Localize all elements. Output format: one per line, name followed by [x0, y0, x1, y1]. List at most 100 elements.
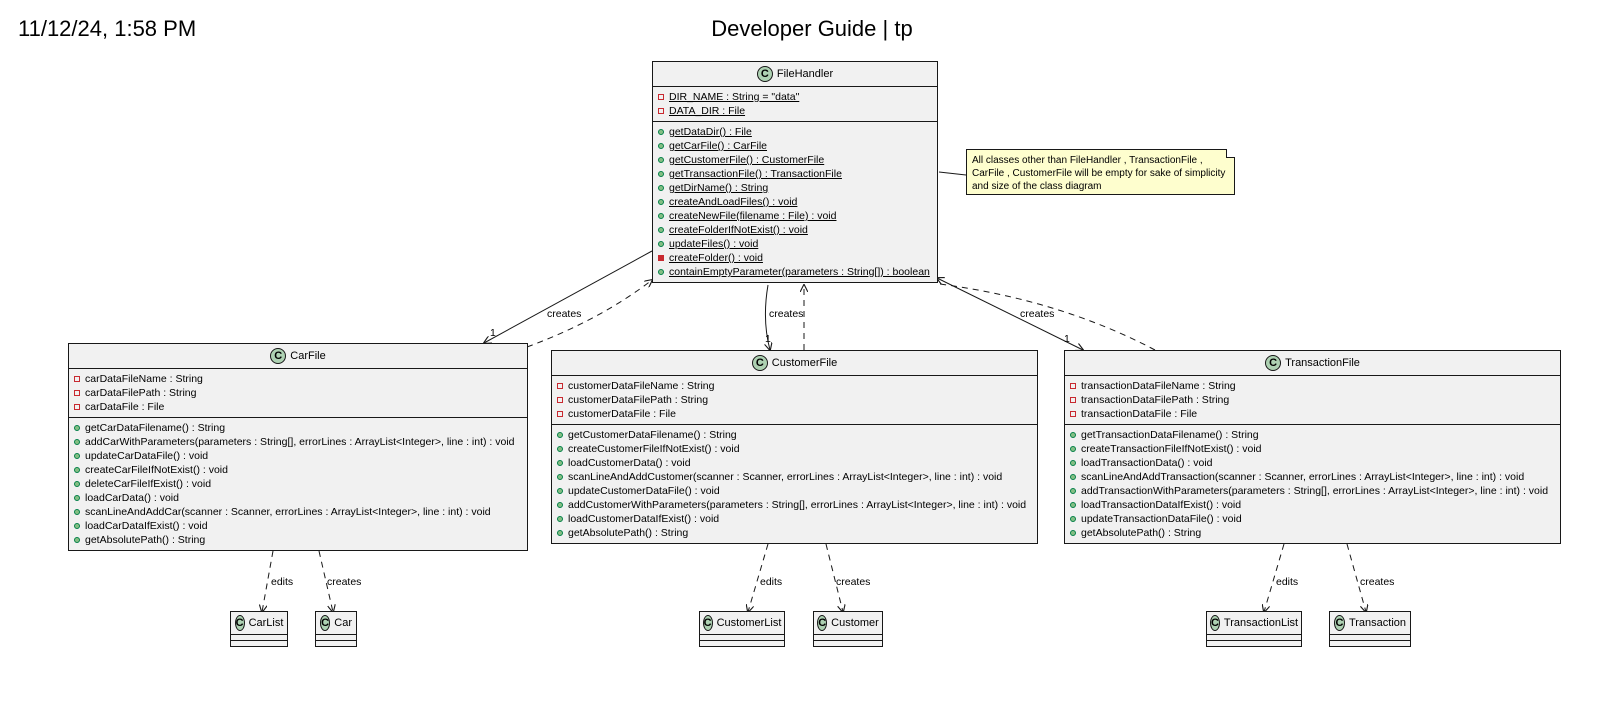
private-visibility-icon — [74, 390, 80, 396]
method-text: getDirName() : String — [669, 182, 769, 194]
public-visibility-icon — [74, 495, 80, 501]
public-visibility-icon — [557, 474, 563, 480]
private-visibility-icon — [74, 376, 80, 382]
edge-label-edits: edits — [1276, 576, 1299, 588]
public-visibility-icon — [557, 488, 563, 494]
private-visibility-icon — [658, 94, 664, 100]
edge-multiplicity: 1 — [765, 333, 771, 345]
edge-filehandler-transactionfile — [937, 278, 1083, 350]
edge-customerfile-customer — [825, 543, 843, 612]
class-fields: customerDataFileName : String customerDat… — [552, 376, 1037, 425]
public-visibility-icon — [658, 199, 664, 205]
class-methods — [1207, 641, 1301, 646]
print-datetime: 11/12/24, 1:58 PM — [18, 16, 197, 41]
field-row: customerDataFile : File — [557, 407, 1032, 421]
class-name: CarList — [248, 617, 284, 629]
method-text: updateCustomerDataFile() : void — [568, 485, 720, 497]
public-visibility-icon — [1070, 488, 1076, 494]
class-name: FileHandler — [776, 68, 834, 80]
method-text: scanLineAndAddTransaction(scanner : Scan… — [1081, 471, 1525, 483]
class-methods — [316, 641, 356, 646]
edge-label-creates: creates — [769, 308, 804, 320]
method-text: getCustomerDataFilename() : String — [568, 429, 737, 441]
method-row: getTransactionDataFilename() : String — [1070, 428, 1555, 442]
public-visibility-icon — [1070, 446, 1076, 452]
field-text: customerDataFileName : String — [568, 380, 715, 392]
method-row: getCarFile() : CarFile — [658, 139, 932, 153]
method-text: addTransactionWithParameters(parameters … — [1081, 485, 1549, 497]
public-visibility-icon — [74, 523, 80, 529]
field-row: transactionDataFilePath : String — [1070, 393, 1555, 407]
method-row: createCarFileIfNotExist() : void — [74, 463, 522, 477]
method-text: createNewFile(filename : File) : void — [669, 210, 837, 222]
public-visibility-icon — [658, 227, 664, 233]
method-row: createNewFile(filename : File) : void — [658, 209, 932, 223]
method-text: createCarFileIfNotExist() : void — [85, 464, 228, 476]
method-row: updateCustomerDataFile() : void — [557, 484, 1032, 498]
method-row: createFolder() : void — [658, 251, 932, 265]
private-visibility-icon — [1070, 383, 1076, 389]
private-visibility-icon — [658, 108, 664, 114]
class-name: CarFile — [290, 350, 326, 362]
note-line: CarFile , CustomerFile will be empty for… — [972, 168, 1226, 179]
method-row: loadCustomerDataIfExist() : void — [557, 512, 1032, 526]
edge-label-creates: creates — [1020, 308, 1055, 320]
public-visibility-icon — [1070, 530, 1076, 536]
public-visibility-icon — [658, 143, 664, 149]
method-text: createTransactionFileIfNotExist() : void — [1081, 443, 1262, 455]
class-methods: getTransactionDataFilename() : String cre… — [1065, 425, 1560, 543]
page-title: Developer Guide | tp — [711, 16, 913, 41]
method-text: getTransactionDataFilename() : String — [1081, 429, 1259, 441]
method-text: getDataDir() : File — [669, 126, 752, 138]
method-text: getAbsolutePath() : String — [85, 534, 206, 546]
method-row: getDirName() : String — [658, 181, 932, 195]
private-visibility-icon — [1070, 411, 1076, 417]
method-text: createFolderIfNotExist() : void — [669, 224, 808, 236]
field-row: customerDataFileName : String — [557, 379, 1032, 393]
field-row: transactionDataFileName : String — [1070, 379, 1555, 393]
method-row: loadTransactionDataIfExist() : void — [1070, 498, 1555, 512]
field-text: carDataFileName : String — [85, 373, 203, 385]
public-visibility-icon — [74, 537, 80, 543]
public-visibility-icon — [74, 481, 80, 487]
edge-customerfile-customerlist — [748, 543, 769, 612]
public-visibility-icon — [74, 467, 80, 473]
method-text: getCustomerFile() : CustomerFile — [669, 154, 825, 166]
public-visibility-icon — [1070, 474, 1076, 480]
method-text: createAndLoadFiles() : void — [669, 196, 798, 208]
public-visibility-icon — [557, 502, 563, 508]
class-icon: C — [234, 615, 245, 631]
edge-label-edits: edits — [271, 576, 294, 588]
edge-multiplicity: 1 — [1064, 333, 1070, 345]
method-text: addCarWithParameters(parameters : String… — [85, 436, 515, 448]
method-row: getCustomerFile() : CustomerFile — [658, 153, 932, 167]
method-row: addCarWithParameters(parameters : String… — [74, 435, 522, 449]
field-text: transactionDataFileName : String — [1081, 380, 1236, 392]
method-row: scanLineAndAddCar(scanner : Scanner, err… — [74, 505, 522, 519]
method-text: loadTransactionData() : void — [1081, 457, 1213, 469]
method-text: getCarDataFilename() : String — [85, 422, 226, 434]
edge-label-edits: edits — [760, 576, 783, 588]
class-name: Transaction — [1348, 617, 1406, 629]
class-icon: C — [756, 66, 773, 82]
edge-transactionfile-transaction — [1346, 543, 1366, 612]
method-row: getCustomerDataFilename() : String — [557, 428, 1032, 442]
public-visibility-icon — [658, 185, 664, 191]
class-methods — [231, 641, 287, 646]
